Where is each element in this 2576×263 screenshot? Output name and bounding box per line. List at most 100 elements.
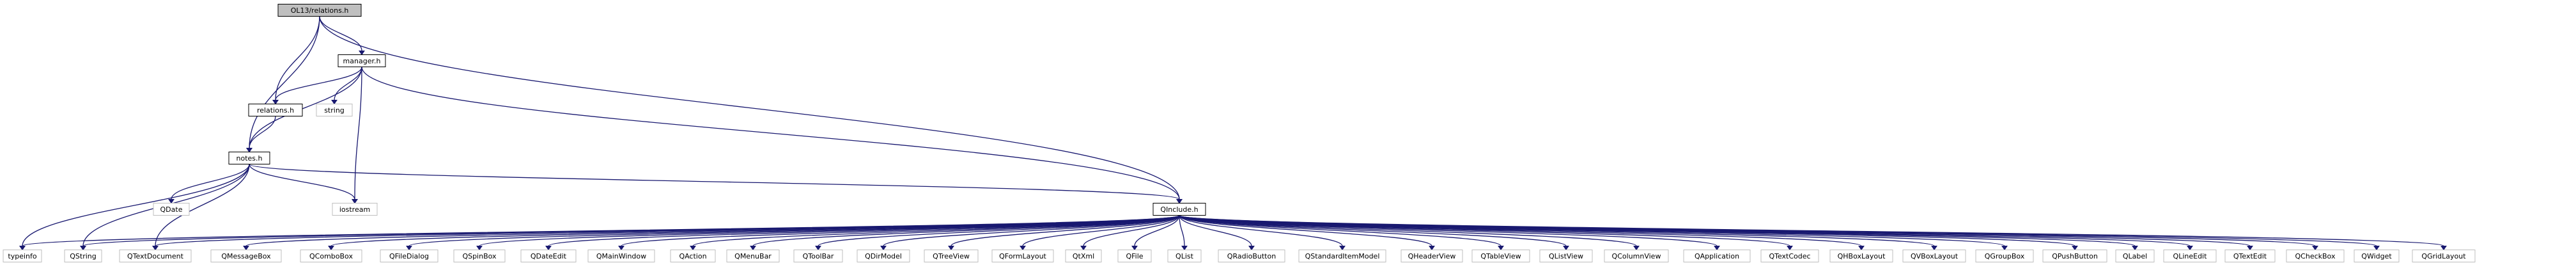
edge-qinclude-to-qtreeview	[950, 214, 1180, 247]
edge-qinclude-to-qradiobutton	[1179, 215, 1252, 246]
node-label-typeinfo: typeinfo	[8, 252, 36, 260]
arrowhead-qinclude-to-qgridlayout	[2440, 246, 2447, 251]
arrowhead-qinclude-to-qtextcodec	[1787, 246, 1793, 251]
node-box-qtxml	[1065, 250, 1102, 262]
node-qcheckbox: QCheckBox	[2286, 250, 2345, 262]
node-label-manager: manager.h	[343, 57, 381, 65]
node-qtreeview: QTreeView	[924, 250, 979, 262]
edge-qinclude-to-qlistview	[1179, 214, 1567, 247]
edge-qinclude-to-qtableview	[1179, 214, 1501, 247]
node-label-qinclude: QInclude.h	[1160, 205, 1198, 214]
edge-notes-to-qdate	[171, 164, 250, 200]
arrowhead-qinclude-to-qmainwindow	[618, 246, 625, 251]
node-label-qapplication: QApplication	[1695, 252, 1739, 260]
edge-manager-to-iostream	[354, 67, 362, 200]
node-label-qmessagebox: QMessageBox	[221, 252, 271, 260]
node-label-qformlayout: QFormLayout	[999, 252, 1046, 260]
node-box-manager[interactable]	[338, 54, 386, 67]
node-box-qspinbox	[453, 250, 506, 262]
node-qtextedit: QTextEdit	[2224, 250, 2276, 262]
arrowhead-qinclude-to-qradiobutton	[1248, 246, 1255, 251]
node-label-qtextedit: QTextEdit	[2233, 252, 2267, 260]
node-label-qfile: QFile	[1126, 252, 1143, 260]
node-string: string	[316, 104, 353, 116]
arrowhead-qinclude-to-qmenubar	[750, 246, 756, 251]
node-label-qgridlayout: QGridLayout	[2421, 252, 2466, 260]
node-typeinfo: typeinfo	[3, 250, 42, 262]
arrowhead-manager-to-relations	[272, 100, 279, 105]
arrowhead-qinclude-to-qheaderview	[1429, 246, 1435, 251]
node-box-root[interactable]	[277, 4, 362, 17]
edge-qinclude-to-qlist	[1179, 215, 1185, 246]
node-box-string	[316, 104, 353, 116]
node-root[interactable]: OL13/relations.h	[277, 4, 362, 17]
edge-qinclude-to-qpushbutton	[1179, 214, 2076, 247]
node-box-qpushbutton	[2042, 250, 2107, 262]
node-box-qlist	[1167, 250, 1202, 262]
edge-qinclude-to-qcombobox	[330, 214, 1180, 247]
node-label-qlistview: QListView	[1549, 252, 1583, 260]
node-label-qdirmodel: QDirModel	[865, 252, 902, 260]
node-box-qapplication	[1683, 250, 1751, 262]
arrowhead-root-to-manager	[359, 51, 365, 56]
node-label-qmenubar: QMenuBar	[734, 252, 772, 260]
node-qdirmodel: QDirModel	[857, 250, 910, 262]
arrowhead-qinclude-to-qformlayout	[1020, 246, 1026, 251]
node-label-qradiobutton: QRadioButton	[1227, 252, 1276, 260]
edge-root-to-notes	[249, 16, 320, 148]
edge-qinclude-to-qheaderview	[1179, 214, 1432, 247]
node-box-qtoolbar	[793, 250, 843, 262]
node-box-relations[interactable]	[248, 104, 303, 116]
arrowhead-qinclude-to-qlistview	[1563, 246, 1569, 251]
node-qinclude[interactable]: QInclude.h	[1152, 203, 1206, 216]
edge-qinclude-to-qtoolbar	[818, 214, 1180, 247]
edge-qinclude-to-qwidget	[1179, 214, 2377, 247]
node-label-qtextcodec: QTextCodec	[1769, 252, 1810, 260]
node-box-qformlayout	[991, 250, 1054, 262]
node-qfile: QFile	[1117, 250, 1152, 262]
node-qlist: QList	[1167, 250, 1202, 262]
node-qtextcodec: QTextCodec	[1760, 250, 1819, 262]
edge-qinclude-to-qlabel	[1179, 214, 2136, 247]
node-box-qdate	[153, 203, 190, 216]
edge-qinclude-to-qfile	[1134, 215, 1180, 246]
node-relations[interactable]: relations.h	[248, 104, 303, 116]
arrowhead-qinclude-to-qlabel	[2132, 246, 2138, 251]
node-box-notes[interactable]	[228, 152, 270, 164]
arrowhead-qinclude-to-qtextedit	[2247, 246, 2253, 251]
node-qwidget: QWidget	[2354, 250, 2400, 262]
arrowhead-qinclude-to-qapplication	[1714, 246, 1720, 251]
node-label-qtextdocument: QTextDocument	[127, 252, 184, 260]
node-qheaderview: QHeaderView	[1401, 250, 1463, 262]
node-box-qinclude[interactable]	[1152, 203, 1206, 216]
node-box-qradiobutton	[1218, 250, 1285, 262]
node-box-qdateedit	[520, 250, 577, 262]
node-label-qstring: QString	[70, 252, 97, 260]
arrowhead-qinclude-to-qspinbox	[476, 246, 483, 251]
node-box-qtextedit	[2224, 250, 2276, 262]
edge-qinclude-to-qcolumnview	[1179, 214, 1637, 247]
node-label-qwidget: QWidget	[2361, 252, 2392, 260]
node-manager[interactable]: manager.h	[338, 54, 386, 67]
node-notes[interactable]: notes.h	[228, 152, 270, 164]
edge-qinclude-to-qgridlayout	[1179, 214, 2444, 247]
node-box-qheaderview	[1401, 250, 1463, 262]
arrowhead-qinclude-to-qhboxlayout	[1858, 246, 1865, 251]
arrowhead-qinclude-to-typeinfo	[19, 246, 26, 251]
node-qgroupbox: QGroupBox	[1975, 250, 2034, 262]
node-qstandarditemmodel: QStandardItemModel	[1298, 250, 1386, 262]
edge-relations-to-notes	[249, 116, 276, 148]
arrowhead-qinclude-to-qstring	[80, 246, 86, 251]
arrowhead-qinclude-to-qfile	[1131, 246, 1138, 251]
edge-manager-to-qinclude	[361, 67, 1180, 200]
node-box-qcombobox	[300, 250, 362, 262]
node-box-qstring	[64, 250, 102, 262]
node-label-qhboxlayout: QHBoxLayout	[1838, 252, 1886, 260]
node-qspinbox: QSpinBox	[453, 250, 506, 262]
node-box-qhboxlayout	[1829, 250, 1893, 262]
node-box-qmenubar	[726, 250, 780, 262]
node-qmessagebox: QMessageBox	[210, 250, 282, 262]
node-qstring: QString	[64, 250, 102, 262]
node-label-qtxml: QtXml	[1073, 252, 1094, 260]
